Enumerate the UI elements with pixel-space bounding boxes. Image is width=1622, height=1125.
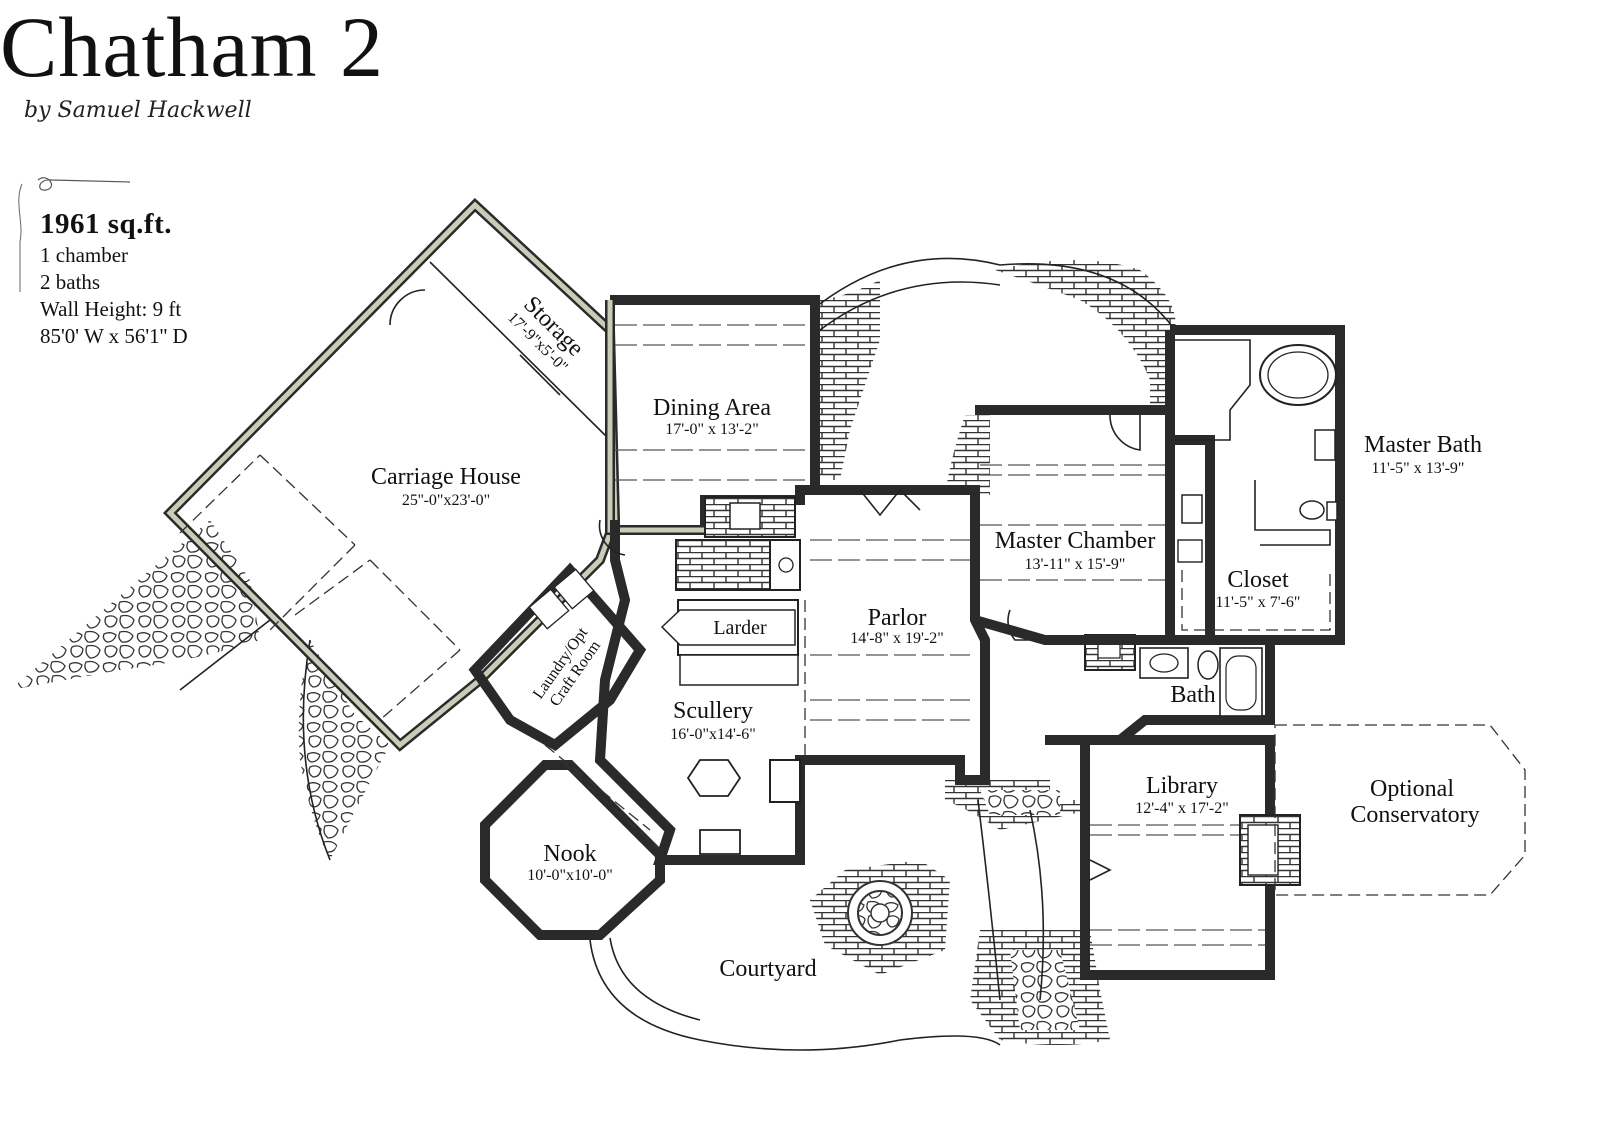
carriage-house-label: Carriage House — [371, 464, 521, 490]
master-chamber-dims: 13'-11" x 15'-9" — [1025, 556, 1126, 573]
plan-title: Chatham 2 — [0, 0, 384, 95]
bath-label: Bath — [1170, 682, 1215, 708]
stone-paving — [10, 260, 1176, 1045]
conservatory-label-1: Optional — [1370, 776, 1454, 802]
parlor-dims: 14'-8" x 19'-2" — [850, 630, 943, 647]
master-bath-walls — [1165, 325, 1345, 645]
carriage-house-walls — [162, 198, 621, 752]
plan-specs: 1961 sq.ft. 1 chamber 2 baths Wall Heigh… — [40, 206, 188, 350]
laundry-walls — [468, 519, 647, 752]
scullery-label: Scullery — [673, 698, 753, 724]
nook-dims: 10'-0"x10'-0" — [527, 867, 612, 884]
scullery-walls — [594, 520, 806, 865]
library-label: Library — [1146, 773, 1218, 799]
library-dims: 12'-4" x 17'-2" — [1135, 800, 1228, 817]
chamber-count: 1 chamber — [40, 243, 129, 267]
parlor-label: Parlor — [868, 605, 927, 631]
master-bath-label: Master Bath — [1364, 432, 1482, 458]
nook-label: Nook — [543, 841, 596, 867]
conservatory-label-2: Conservatory — [1350, 802, 1479, 828]
bath-count: 2 baths — [40, 270, 101, 294]
footprint-dimensions: 85'0' W x 56'1'' D — [40, 324, 188, 348]
library-walls — [1080, 735, 1301, 980]
master-bath-dims: 11'-5" x 13'-9" — [1372, 460, 1465, 477]
closet-label: Closet — [1227, 567, 1289, 593]
bath-walls — [1045, 635, 1275, 745]
square-footage: 1961 sq.ft. — [40, 208, 172, 240]
larder-label: Larder — [713, 617, 767, 639]
dining-area-label: Dining Area — [653, 395, 771, 421]
carriage-house-dims: 25''-0"x23'-0" — [402, 492, 490, 509]
designer-byline: by Samuel Hackwell — [24, 98, 252, 123]
title-ornament — [18, 177, 131, 292]
closet-dims: 11'-5" x 7'-6" — [1216, 594, 1301, 611]
dining-area-dims: 17'-0" x 13'-2" — [665, 421, 758, 438]
wall-height: Wall Height: 9 ft — [40, 297, 182, 321]
site-curves — [302, 257, 1176, 1051]
courtyard-label: Courtyard — [719, 956, 816, 982]
master-chamber-label: Master Chamber — [995, 528, 1156, 554]
scullery-dims: 16'-0"x14'-6" — [670, 726, 755, 743]
nook-walls — [480, 744, 665, 940]
